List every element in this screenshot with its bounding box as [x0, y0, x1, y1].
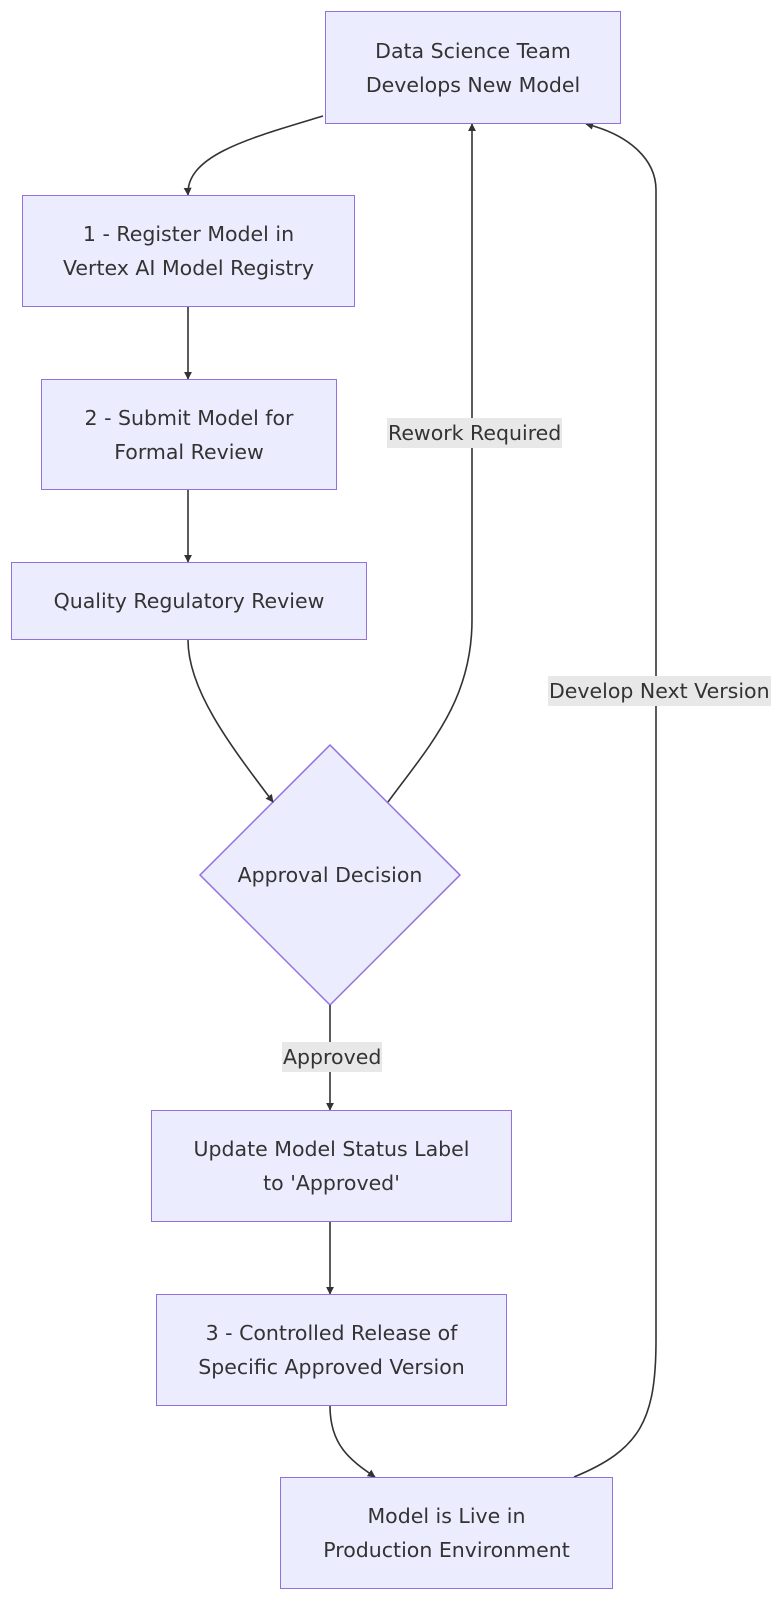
node-start-line-1: Data Science Team	[375, 38, 571, 63]
node-submit: 2 - Submit Model for Formal Review	[41, 379, 337, 490]
node-update-line-1: Update Model Status Label	[193, 1137, 470, 1161]
edge-label-rework: Rework Required	[387, 418, 563, 448]
node-live: Model is Live in Production Environment	[280, 1477, 613, 1589]
node-release-line-1: 3 - Controlled Release of	[205, 1321, 458, 1345]
node-update: Update Model Status Label to 'Approved'	[151, 1110, 512, 1222]
node-review-label: Quality Regulatory Review	[53, 589, 325, 613]
node-review: Quality Regulatory Review	[11, 562, 367, 640]
edge-label-approved: Approved	[282, 1042, 383, 1072]
edge-label-next-version: Develop Next Version	[548, 676, 771, 706]
node-start-line-2: Develops New Model	[365, 72, 581, 97]
edge-review-to-decision	[187, 639, 274, 803]
node-register-line-1: 1 - Register Model in	[82, 222, 295, 246]
node-live-line-2: Production Environment	[323, 1538, 570, 1562]
node-update-line-2: to 'Approved'	[263, 1171, 400, 1195]
node-start: Data Science Team Develops New Model	[325, 11, 621, 124]
node-release: 3 - Controlled Release of Specific Appro…	[156, 1294, 507, 1406]
node-submit-line-1: 2 - Submit Model for	[84, 405, 294, 430]
edge-decision-to-start-rework	[387, 123, 476, 803]
node-register: 1 - Register Model in Vertex AI Model Re…	[22, 195, 355, 307]
node-register-line-2: Vertex AI Model Registry	[63, 256, 314, 280]
edge-release-to-live	[329, 1405, 376, 1478]
node-live-line-1: Model is Live in	[367, 1504, 526, 1528]
node-submit-line-2: Formal Review	[114, 439, 264, 464]
node-decision-label: Approval Decision	[237, 863, 423, 887]
node-release-line-2: Specific Approved Version	[198, 1355, 465, 1379]
edge-start-to-register	[183, 115, 324, 196]
edge-live-to-start-next-version	[573, 121, 657, 1478]
